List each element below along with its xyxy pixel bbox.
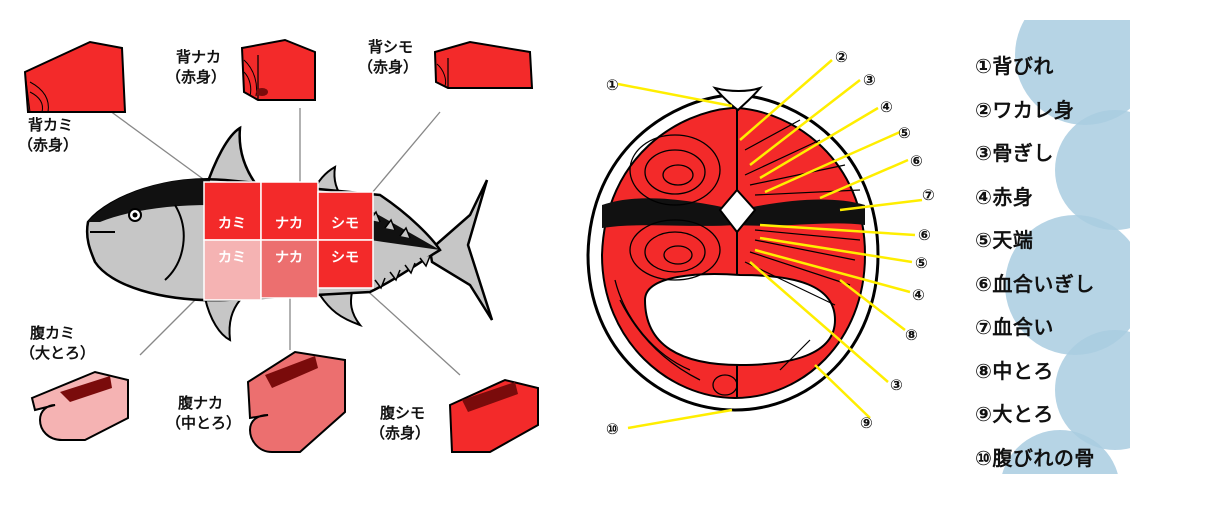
cs-number-5b: ⑤: [915, 254, 928, 272]
label-se-kami-2: （赤身）: [18, 136, 78, 154]
cs-number-5: ⑤: [898, 124, 911, 142]
label-se-naka-2: （赤身）: [166, 68, 226, 86]
cs-number-9: ⑨: [860, 414, 873, 432]
cs-number-4: ④: [880, 98, 893, 116]
cs-number-10: ⑩: [606, 420, 619, 438]
legend-item-3: ③骨ぎし: [975, 141, 1054, 165]
cs-number-1: ①: [606, 76, 619, 94]
block-hara-naka: [246, 350, 346, 453]
legend-item-5: ⑤天端: [975, 228, 1034, 252]
tuna-cut-diagram: カミ ナカ シモ カミ ナカ シモ 背カミ （赤身） 背ナカ （赤身） 背: [18, 38, 539, 453]
legend-item-9: ⑨大とろ: [975, 402, 1054, 426]
legend-item-1: ①背びれ: [975, 54, 1054, 78]
cs-number-6b: ⑥: [918, 226, 931, 244]
cs-number-3b: ③: [890, 376, 903, 394]
tuna-cross-section: ① ② ③ ④ ⑤ ⑥ ⑦ ⑥ ⑤ ④ ⑧ ③ ⑨ ⑩: [586, 48, 935, 438]
cs-number-3: ③: [863, 71, 876, 89]
block-hara-shimo: [448, 378, 539, 453]
legend-item-4: ④赤身: [975, 184, 1034, 209]
label-hara-kami-1: 腹カミ: [30, 324, 75, 342]
block-se-shimo: [433, 40, 534, 89]
label-se-shimo-1: 背シモ: [368, 38, 413, 56]
grid-bottom-shimo: シモ: [331, 250, 359, 266]
cs-number-4b: ④: [912, 286, 925, 304]
legend-item-10: ⑩腹びれの骨: [975, 445, 1095, 470]
legend-item-6: ⑥血合いぎし: [975, 271, 1095, 296]
cs-number-8: ⑧: [905, 326, 918, 344]
legend-item-7: ⑦血合い: [975, 315, 1054, 339]
grid-bottom-naka: ナカ: [275, 250, 303, 266]
label-hara-kami-2: （大とろ）: [20, 344, 95, 362]
number-leaders: [617, 59, 923, 430]
grid-top-naka: ナカ: [275, 216, 303, 232]
cs-number-6: ⑥: [910, 152, 923, 170]
block-se-naka: [240, 38, 316, 101]
label-hara-naka-1: 腹ナカ: [178, 394, 223, 412]
label-se-naka-1: 背ナカ: [176, 48, 221, 66]
label-hara-shimo-2: （赤身）: [370, 424, 430, 442]
cs-number-7: ⑦: [922, 186, 935, 204]
muscle-lines: [744, 119, 861, 371]
label-hara-naka-2: （中とろ）: [166, 414, 241, 432]
legend-background: [1002, 20, 1130, 474]
block-hara-kami: [30, 370, 129, 441]
legend-item-8: ⑧中とろ: [975, 358, 1054, 383]
muscle-rings: [614, 134, 738, 396]
cut-grid: カミ ナカ シモ カミ ナカ シモ: [203, 181, 374, 301]
label-se-kami-1: 背カミ: [28, 116, 73, 134]
grid-top-shimo: シモ: [331, 216, 359, 232]
label-se-shimo-2: （赤身）: [358, 58, 418, 76]
legend-list: ①背びれ ②ワカレ身 ③骨ぎし ④赤身 ⑤天端 ⑥血合いぎし ⑦血合い ⑧中とろ…: [975, 50, 1095, 474]
block-se-kami: [23, 40, 127, 113]
grid-top-kami: カミ: [218, 216, 246, 232]
legend-panel: ①背びれ ②ワカレ身 ③骨ぎし ④赤身 ⑤天端 ⑥血合いぎし ⑦血合い ⑧中とろ…: [965, 20, 1130, 474]
legend-item-2: ②ワカレ身: [975, 97, 1075, 122]
label-hara-shimo-1: 腹シモ: [380, 404, 425, 422]
grid-bottom-kami: カミ: [218, 250, 246, 266]
cs-number-2: ②: [835, 48, 848, 66]
